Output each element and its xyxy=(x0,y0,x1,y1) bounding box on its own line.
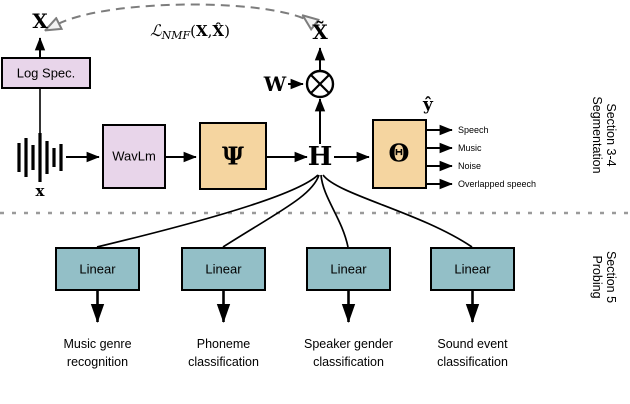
psi-label: Ψ xyxy=(222,142,244,171)
probing-fanout-curves xyxy=(96,174,473,248)
log-spec-box[interactable]: Log Spec. xyxy=(1,57,91,89)
side-annotation-probing: Probing Section 5 xyxy=(590,251,618,303)
linear-box-4[interactable]: Linear xyxy=(430,247,515,291)
task-label-4-line1: Sound event xyxy=(437,337,508,351)
linear-label-1: Linear xyxy=(79,261,116,276)
probing-output-arrows xyxy=(90,290,480,324)
task-label-1: Music genre recognition xyxy=(63,337,131,369)
output-label-music: Music xyxy=(458,143,482,153)
task-label-1-line2: recognition xyxy=(67,355,128,369)
task-label-2-line1: Phoneme xyxy=(197,337,251,351)
bottleneck-symbol-H: H xyxy=(308,142,333,172)
task-label-3: Speaker gender classification xyxy=(304,337,393,369)
linear-label-2: Linear xyxy=(205,261,242,276)
task-label-4: Sound event classification xyxy=(437,337,508,369)
task-label-2-line2: classification xyxy=(188,355,259,369)
output-label-speech: Speech xyxy=(458,125,489,135)
theta-label: Θ xyxy=(389,139,410,168)
psi-box[interactable]: Ψ xyxy=(199,122,267,190)
loss-arg-xhat: X̂ xyxy=(212,22,224,40)
multiply-node xyxy=(305,69,335,99)
log-spec-label: Log Spec. xyxy=(17,65,76,80)
linear-label-4: Linear xyxy=(454,261,491,276)
theta-box[interactable]: Θ xyxy=(372,119,427,189)
svg-text:ℒNMF(X,X̂): ℒNMF(X,X̂) xyxy=(150,21,230,42)
side-annotation-probing-line2: Section 5 xyxy=(604,251,618,303)
spectrogram-symbol-X: X xyxy=(32,9,48,33)
wavlm-label: WavLm xyxy=(112,148,156,163)
linear-box-2[interactable]: Linear xyxy=(181,247,266,291)
nmf-loss-label: ℒNMF(X,X̂) xyxy=(150,21,230,42)
task-label-3-line1: Speaker gender xyxy=(304,337,393,351)
reconstruction-symbol-xtilde: X̃ xyxy=(312,20,328,44)
task-label-4-line2: classification xyxy=(437,355,508,369)
nmf-loss-arc xyxy=(58,3,314,25)
segmentation-output-arrows xyxy=(426,124,453,190)
input-symbol-x: x xyxy=(36,182,46,200)
linear-box-3[interactable]: Linear xyxy=(306,247,391,291)
loss-paren-close: ) xyxy=(224,22,230,40)
loss-arg-x: X xyxy=(196,22,208,40)
side-annotation-probing-line1: Probing xyxy=(590,255,604,298)
side-annotation-segmentation-line1: Segmentation xyxy=(590,96,604,173)
output-label-noise: Noise xyxy=(458,161,481,171)
loss-paren-open: ( xyxy=(190,22,196,40)
prediction-symbol-yhat: ŷ xyxy=(422,95,434,115)
side-annotation-segmentation: Segmentation Section 3-4 xyxy=(590,96,618,173)
task-label-2: Phoneme classification xyxy=(188,337,259,369)
linear-box-1[interactable]: Linear xyxy=(55,247,140,291)
linear-label-3: Linear xyxy=(330,261,367,276)
side-annotation-segmentation-line2: Section 3-4 xyxy=(604,103,618,166)
output-label-overlapped-speech: Overlapped speech xyxy=(458,179,536,189)
wavlm-box[interactable]: WavLm xyxy=(102,124,166,189)
task-label-1-line1: Music genre xyxy=(63,337,131,351)
loss-comma: , xyxy=(208,22,213,40)
waveform-icon xyxy=(17,133,63,182)
loss-subscript: NMF xyxy=(161,29,191,42)
task-label-3-line2: classification xyxy=(313,355,384,369)
loss-script-l: ℒ xyxy=(150,21,162,40)
weight-symbol-W: W xyxy=(263,72,287,96)
